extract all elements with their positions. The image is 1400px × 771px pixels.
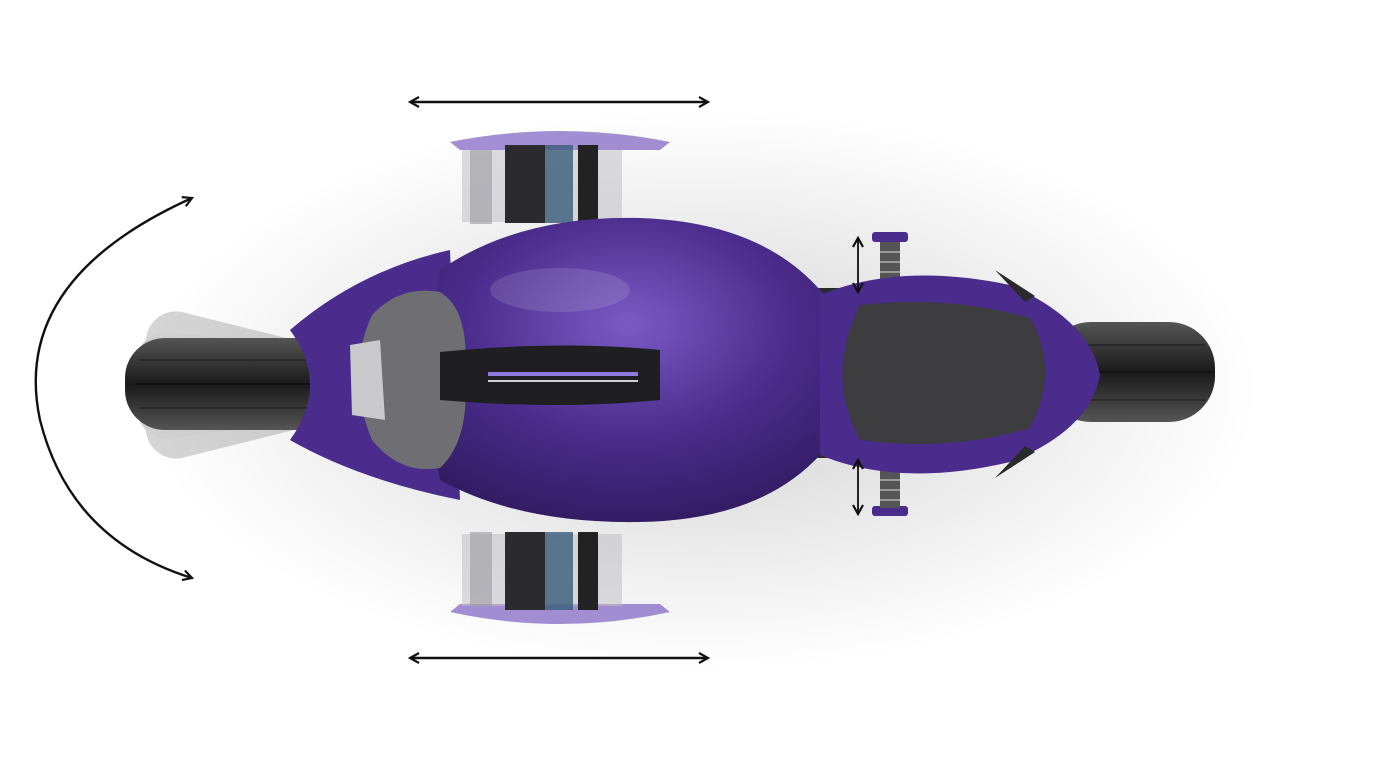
lower-tail-fin (995, 446, 1035, 478)
dashboard-scale (488, 380, 638, 382)
dashboard-display (488, 372, 638, 376)
body-highlight (490, 268, 630, 312)
headlight (350, 340, 385, 420)
upper-tail-fin (995, 270, 1035, 302)
top-side-pod (450, 131, 670, 224)
front-cowl-panel (358, 290, 466, 470)
curved-double-arrow-icon (34, 198, 192, 578)
bottom-side-pod (450, 532, 670, 624)
rear-tire-tread (1080, 344, 1212, 401)
seat (842, 301, 1045, 444)
